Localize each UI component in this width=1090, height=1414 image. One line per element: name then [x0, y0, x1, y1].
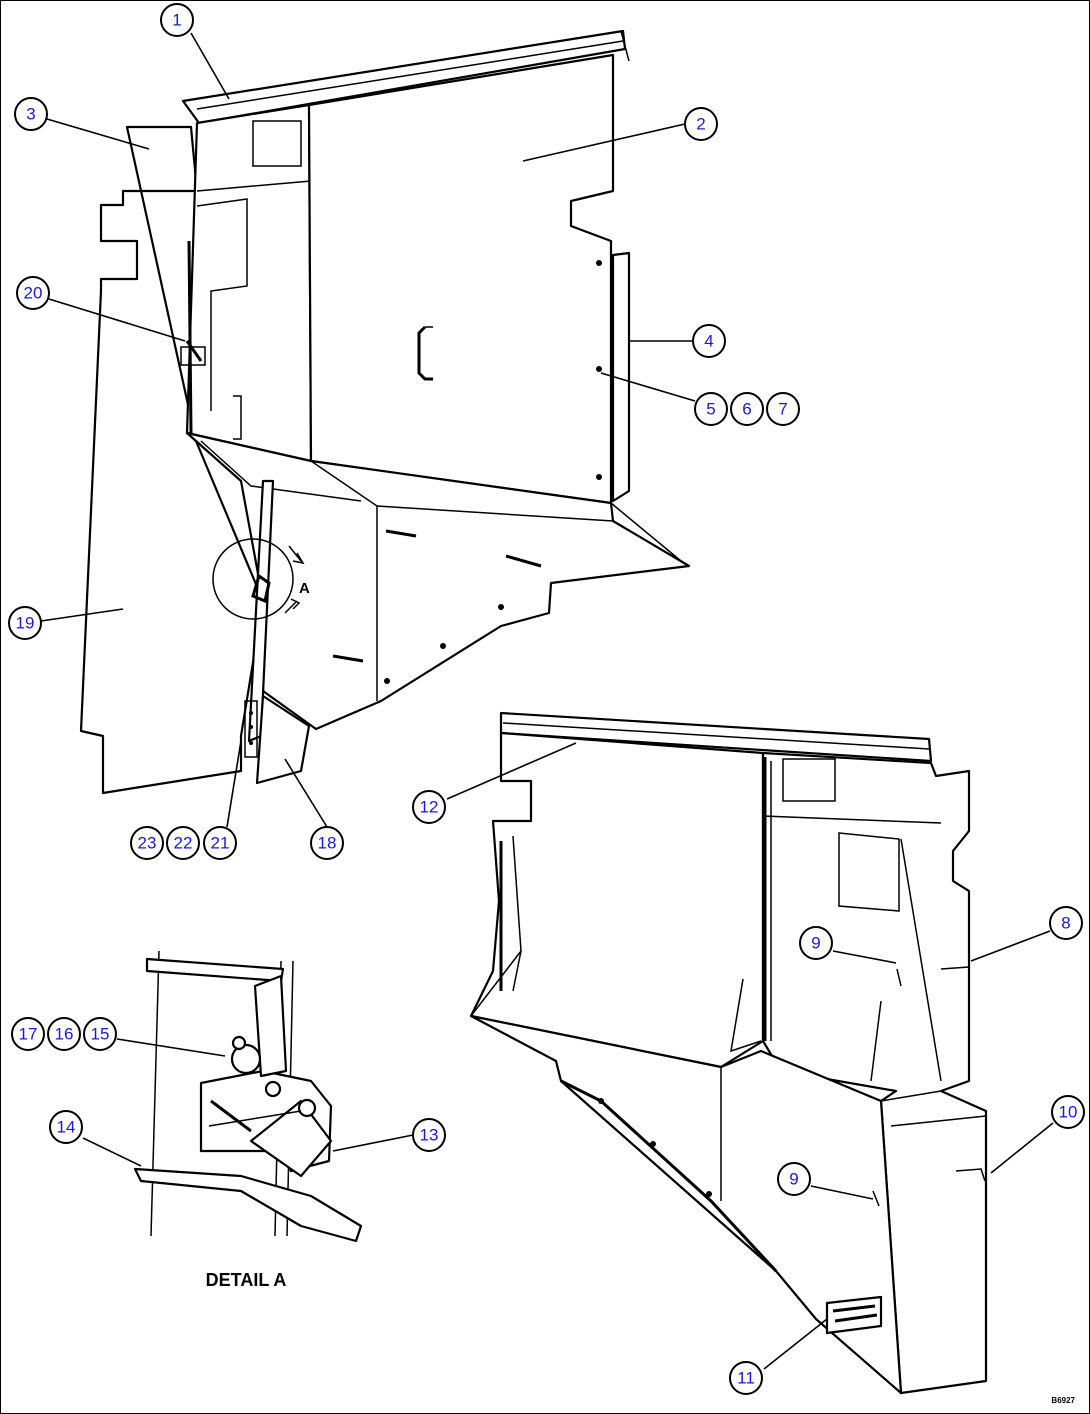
- svg-text:17: 17: [19, 1025, 38, 1044]
- upper-assembly: A: [79, 29, 691, 795]
- svg-text:20: 20: [24, 284, 43, 303]
- svg-text:1: 1: [172, 11, 181, 30]
- side-panel-19: [79, 125, 265, 795]
- svg-text:13: 13: [420, 1126, 439, 1145]
- svg-text:9: 9: [811, 934, 820, 953]
- callout-17: 17: [11, 1017, 45, 1051]
- svg-text:22: 22: [174, 834, 193, 853]
- bracket-18: [255, 694, 311, 785]
- callout-2: 2: [684, 107, 718, 141]
- detail-a-view: DETAIL A: [133, 950, 363, 1290]
- lower-right-assembly: [469, 711, 988, 1395]
- detail-marker-a: A: [299, 580, 310, 597]
- drawing-code: B6927: [1051, 1396, 1075, 1405]
- callout-22: 22: [166, 826, 200, 860]
- svg-text:6: 6: [742, 400, 751, 419]
- svg-text:11: 11: [737, 1369, 755, 1388]
- door-panel-2: [307, 53, 615, 505]
- callout-12: 12: [412, 790, 446, 824]
- callout-8: 8: [1049, 906, 1083, 940]
- svg-text:2: 2: [696, 115, 705, 134]
- callout-9-lower: 9: [777, 1162, 811, 1196]
- callout-23: 23: [130, 826, 164, 860]
- callout-19: 19: [8, 606, 42, 640]
- svg-text:9: 9: [789, 1170, 798, 1189]
- callout-5: 5: [694, 392, 728, 426]
- center-frame: [185, 103, 313, 463]
- callout-18: 18: [310, 826, 344, 860]
- svg-text:16: 16: [55, 1025, 74, 1044]
- callout-15: 15: [83, 1017, 117, 1051]
- callout-20: 20: [16, 276, 50, 310]
- callout-4: 4: [692, 324, 726, 358]
- callout-13: 13: [412, 1118, 446, 1152]
- svg-text:7: 7: [778, 400, 787, 419]
- strip-4: [611, 251, 631, 503]
- callout-6: 6: [730, 392, 764, 426]
- leader-lines: [40, 32, 1054, 1370]
- svg-text:8: 8: [1061, 914, 1070, 933]
- callout-21: 21: [203, 826, 237, 860]
- right-frame: [761, 751, 988, 1395]
- top-rail-1: [181, 29, 627, 125]
- detail-caption: DETAIL A: [206, 1270, 287, 1290]
- callout-3: 3: [14, 97, 48, 131]
- svg-text:3: 3: [26, 105, 35, 124]
- svg-text:21: 21: [211, 834, 230, 853]
- svg-text:4: 4: [704, 332, 713, 351]
- top-rail-12: [499, 711, 933, 763]
- svg-text:10: 10: [1059, 1103, 1078, 1122]
- svg-text:14: 14: [57, 1118, 76, 1137]
- svg-text:23: 23: [138, 834, 157, 853]
- callout-16: 16: [47, 1017, 81, 1051]
- callout-7: 7: [766, 392, 800, 426]
- callout-10: 10: [1051, 1095, 1085, 1129]
- callout-1: 1: [160, 3, 194, 37]
- svg-text:19: 19: [16, 614, 35, 633]
- callout-14: 14: [49, 1110, 83, 1144]
- callout-11: 11: [729, 1361, 763, 1395]
- svg-text:5: 5: [706, 400, 715, 419]
- callout-9-upper: 9: [799, 926, 833, 960]
- latch-arm-14: [133, 1167, 363, 1243]
- left-door: [469, 731, 765, 1069]
- svg-text:18: 18: [318, 834, 337, 853]
- svg-text:12: 12: [420, 798, 439, 817]
- svg-text:15: 15: [91, 1025, 110, 1044]
